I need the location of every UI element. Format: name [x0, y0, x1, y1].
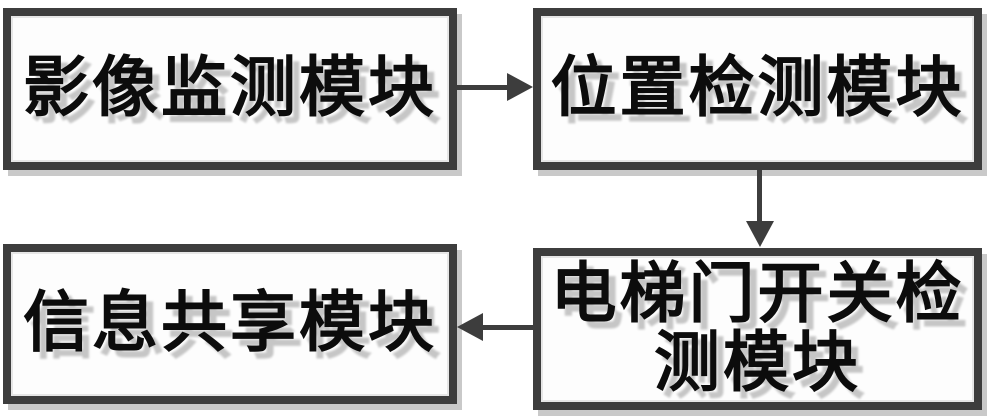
node-image-monitoring-module: 影像监测模块	[3, 8, 457, 170]
arrowhead-right-icon	[507, 73, 533, 101]
arrowhead-left-icon	[457, 313, 483, 341]
node-position-detection-module: 位置检测模块	[533, 8, 982, 170]
node-elevator-door-switch-detection-module: 电梯门开关检 测模块	[533, 248, 982, 410]
node-label-line1: 电梯门开关检	[550, 257, 965, 331]
node-label: 信息共享模块	[23, 287, 437, 361]
arrow-shaft	[757, 170, 762, 222]
arrow-shaft	[457, 85, 510, 90]
arrowhead-down-icon	[746, 221, 774, 247]
arrow-shaft	[483, 325, 535, 330]
node-label: 影像监测模块	[23, 52, 437, 126]
node-information-sharing-module: 信息共享模块	[3, 244, 457, 404]
node-label: 位置检测模块	[550, 52, 965, 126]
node-label-line2: 测模块	[654, 327, 861, 400]
